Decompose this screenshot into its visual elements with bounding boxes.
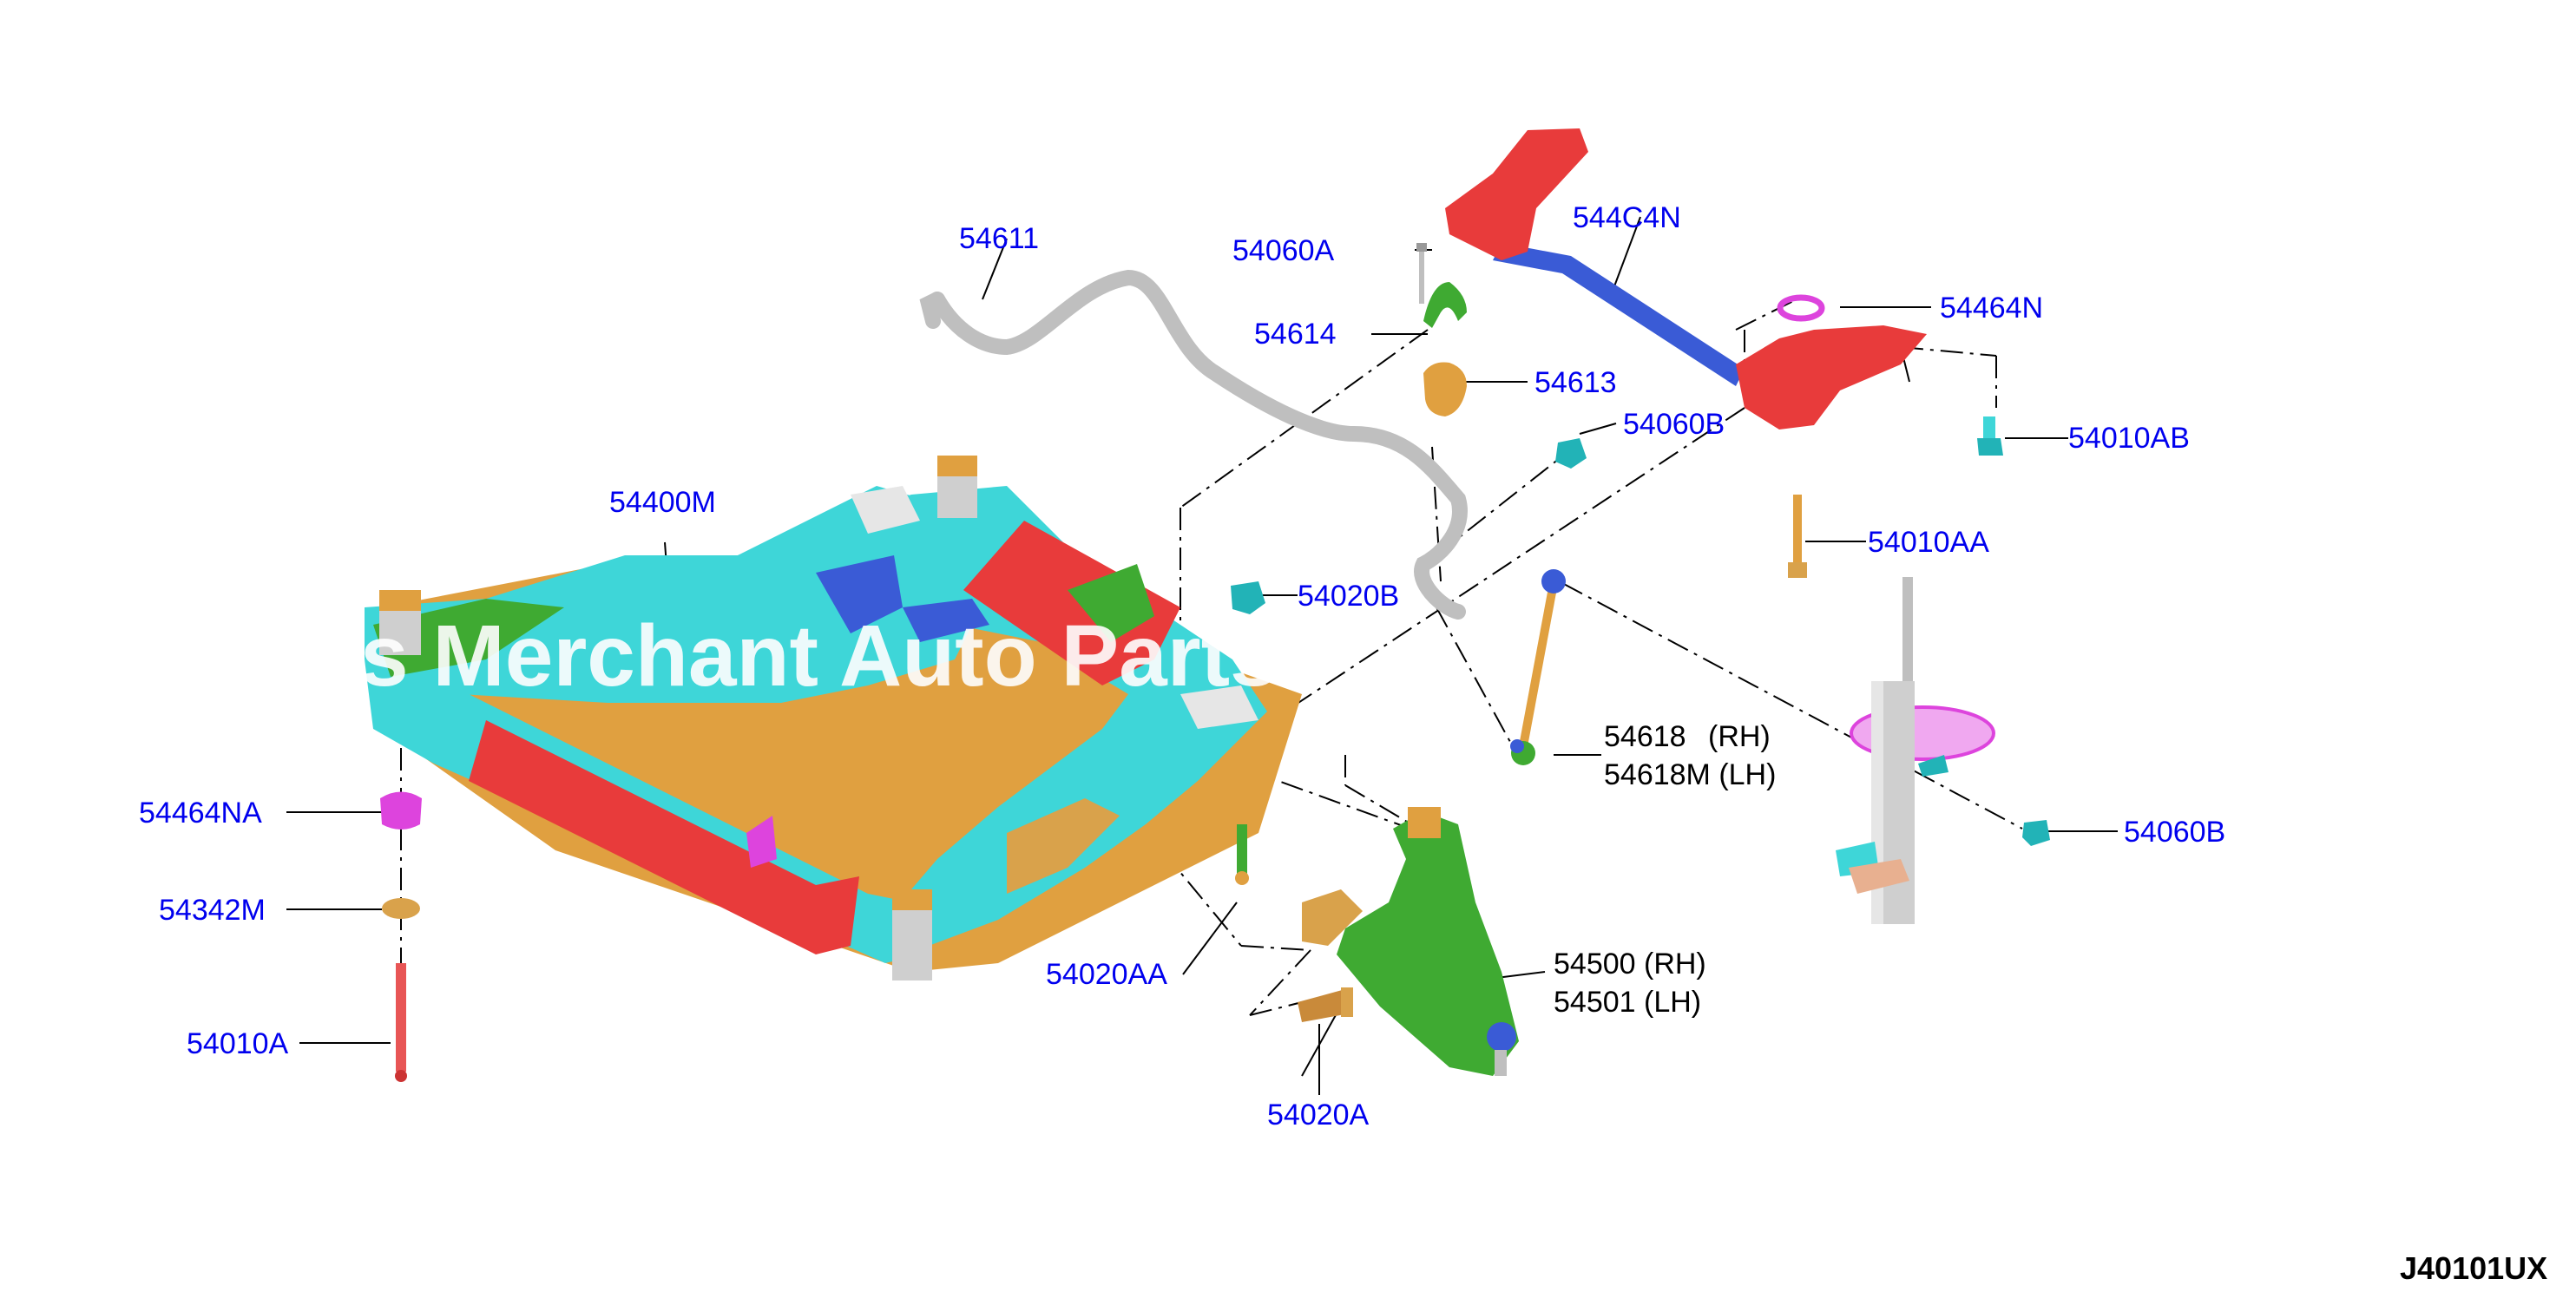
label-54500[interactable]: 54500 (RH)	[1554, 948, 1706, 980]
label-54613[interactable]: 54613	[1534, 366, 1617, 399]
bolt-54020A	[1298, 987, 1353, 1022]
label-54618-rh: (RH)	[1708, 720, 1771, 753]
label-54060A[interactable]: 54060A	[1232, 234, 1335, 267]
nut-54060B-top	[1555, 438, 1587, 469]
label-54464NA[interactable]: 54464NA	[139, 797, 262, 830]
label-54611[interactable]: 54611	[959, 222, 1039, 255]
lower-arm-54500	[1302, 807, 1519, 1076]
label-54010AA[interactable]: 54010AA	[1868, 526, 1989, 559]
bolt-54010A	[395, 963, 407, 1082]
bushing-54613	[1423, 362, 1467, 416]
diagram-code: J40101UX	[2400, 1250, 2547, 1286]
washer-54464N	[1777, 294, 1825, 322]
stabilizer-bar-54611	[919, 269, 1468, 620]
label-54618[interactable]: 54618	[1604, 720, 1686, 753]
label-54010AB[interactable]: 54010AB	[2068, 422, 2190, 455]
strut-assembly	[1836, 577, 1995, 924]
label-54400M[interactable]: 54400M	[609, 486, 716, 519]
bolt-54010AA	[1788, 495, 1807, 578]
subframe-54400M	[365, 456, 1302, 980]
label-54618M[interactable]: 54618M (LH)	[1604, 758, 1776, 791]
watermark-text: s Merchant Auto Parts	[360, 607, 1278, 705]
bracket-54614	[1423, 282, 1467, 328]
bolt-54020AA	[1235, 824, 1249, 885]
label-54010A[interactable]: 54010A	[187, 1027, 289, 1060]
stay-544C4N	[1445, 128, 1927, 430]
nut-54020B	[1231, 581, 1265, 614]
label-54501[interactable]: 54501 (LH)	[1554, 986, 1701, 1019]
label-54060B-right[interactable]: 54060B	[2124, 816, 2225, 849]
label-54342M[interactable]: 54342M	[159, 894, 266, 927]
part-labels: 54611 54060A 544C4N 54464N 54614 54613 5…	[139, 201, 2225, 1131]
label-54020B[interactable]: 54020B	[1298, 580, 1399, 613]
leader-lines	[286, 216, 2118, 1095]
label-544C4N[interactable]: 544C4N	[1573, 201, 1681, 234]
label-54614[interactable]: 54614	[1254, 318, 1337, 351]
insulator-54464NA	[380, 791, 422, 830]
bolt-54010AB	[1977, 416, 2003, 456]
label-54020A[interactable]: 54020A	[1267, 1099, 1370, 1131]
label-54060B-top[interactable]: 54060B	[1623, 408, 1725, 441]
label-54020AA[interactable]: 54020AA	[1046, 958, 1167, 991]
nut-54060B-right	[2022, 820, 2050, 846]
washer-54342M	[382, 898, 420, 919]
label-54464N[interactable]: 54464N	[1940, 292, 2043, 325]
stabilizer-link-54618	[1510, 569, 1566, 765]
bolt-54060A	[1416, 243, 1427, 304]
